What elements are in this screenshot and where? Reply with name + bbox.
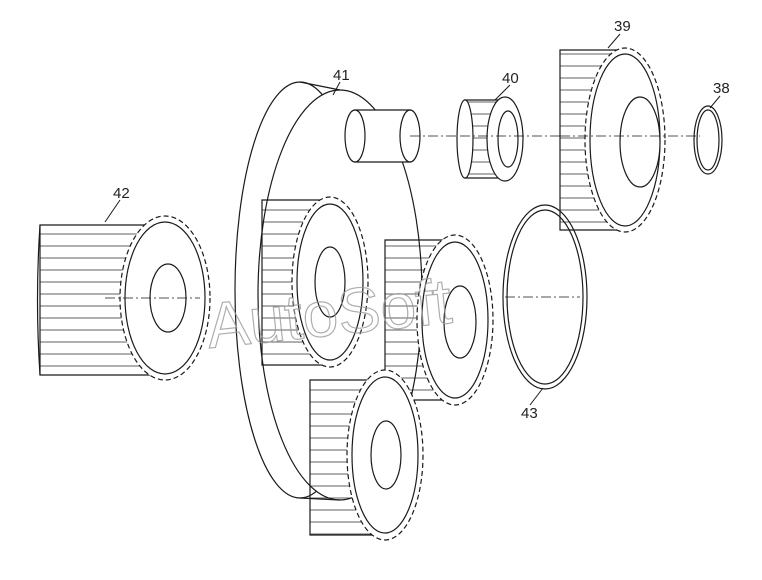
sun-gear-42: [36, 215, 211, 381]
callout-40: 40: [502, 70, 519, 87]
planet-gear-upper: [261, 196, 369, 368]
planet-gear-middle: [384, 234, 494, 406]
gear-39: [559, 47, 700, 233]
snap-ring-38: [693, 105, 723, 175]
needle-bearing-40: [456, 96, 560, 182]
callout-38: 38: [713, 80, 730, 97]
planet-gear-lower: [309, 369, 424, 541]
callout-42: 42: [113, 185, 130, 202]
callout-39: 39: [614, 18, 631, 35]
thrust-washer-43: [502, 204, 588, 390]
callout-41: 41: [333, 67, 350, 84]
callout-43: 43: [521, 405, 538, 422]
carrier-shaft: [344, 109, 460, 163]
callout-leaders: [104, 33, 721, 406]
